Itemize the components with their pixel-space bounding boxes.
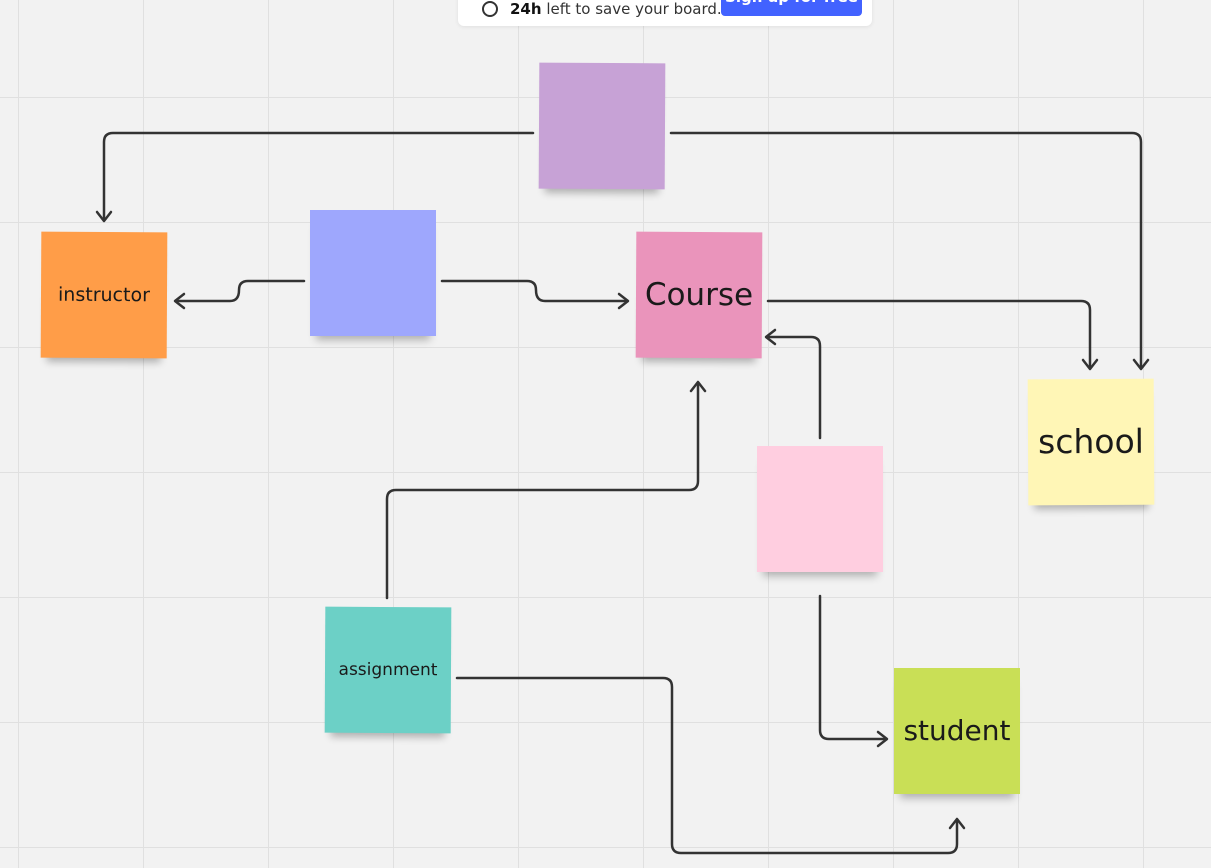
- sticky-note-label: instructor: [58, 283, 150, 306]
- connector-blue-to-instructor[interactable]: [174, 279, 306, 303]
- connector-pink-to-student[interactable]: [818, 594, 888, 741]
- banner-text: left to save your board.: [541, 0, 722, 18]
- arrowhead-icon: [1132, 358, 1150, 371]
- sticky-note-school[interactable]: school: [1027, 378, 1155, 506]
- save-board-banner: 24h left to save your board. Sign up for…: [458, 0, 872, 26]
- sticky-note-course[interactable]: Course: [635, 231, 763, 359]
- arrowhead-icon: [1081, 358, 1099, 371]
- arrowhead-icon: [764, 328, 777, 346]
- arrowhead-icon: [948, 817, 966, 830]
- connector-blue-to-course[interactable]: [440, 279, 629, 303]
- sticky-note-blue[interactable]: [310, 210, 436, 336]
- arrowhead-icon: [689, 380, 707, 393]
- sticky-note-instructor[interactable]: instructor: [40, 231, 168, 359]
- connector-assignment-to-course[interactable]: [385, 381, 700, 600]
- connector-assignment-to-student[interactable]: [455, 676, 959, 855]
- banner-message: 24h left to save your board.: [510, 0, 722, 18]
- sticky-note-label: assignment: [338, 659, 438, 680]
- connector-course-to-school[interactable]: [766, 299, 1092, 370]
- clock-icon: [482, 1, 498, 17]
- sticky-note-pink[interactable]: [757, 446, 883, 572]
- sticky-note-purple[interactable]: [538, 62, 666, 190]
- arrowhead-icon: [617, 292, 630, 310]
- arrowhead-icon: [95, 210, 113, 223]
- sticky-note-label: school: [1037, 421, 1145, 462]
- connector-purple-to-instructor[interactable]: [102, 131, 535, 222]
- time-left: 24h: [510, 0, 542, 18]
- connector-pink-to-course[interactable]: [765, 335, 822, 440]
- sticky-note-label: student: [903, 713, 1011, 747]
- arrowhead-icon: [173, 292, 186, 310]
- sticky-note-label: Course: [644, 276, 754, 314]
- arrowhead-icon: [876, 730, 889, 748]
- sticky-note-assignment[interactable]: assignment: [324, 606, 452, 734]
- sticky-note-student[interactable]: student: [894, 668, 1020, 794]
- sign-up-button[interactable]: Sign up for free: [721, 0, 862, 16]
